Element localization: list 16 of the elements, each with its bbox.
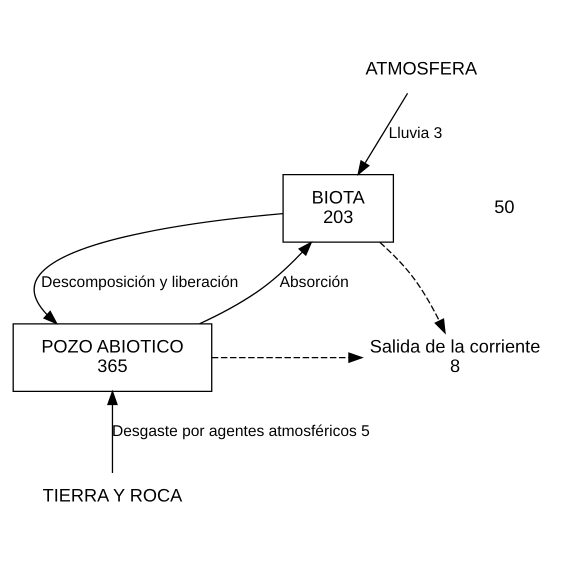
edge-label: Descomposición y liberación [41, 274, 238, 291]
node-text: Salida de la corriente 8 [370, 336, 540, 376]
edge-label: Absorción [280, 274, 349, 291]
arrow [212, 352, 364, 363]
arrow [107, 389, 118, 472]
label: 50 [494, 196, 514, 217]
node-text: TIERRA Y ROCA [42, 484, 182, 505]
arrow [379, 241, 446, 334]
edge-label: Lluvia 3 [388, 124, 442, 142]
arrow [199, 240, 313, 324]
arrow [34, 212, 283, 324]
arrow [357, 92, 408, 176]
edge-label: Desgaste por agentes atmosféricos 5 [112, 422, 370, 440]
node-box: POZO ABIOTICO 365 [12, 322, 212, 392]
node-box: BIOTA 203 [282, 174, 394, 242]
node-text: ATMOSFERA [365, 58, 478, 78]
